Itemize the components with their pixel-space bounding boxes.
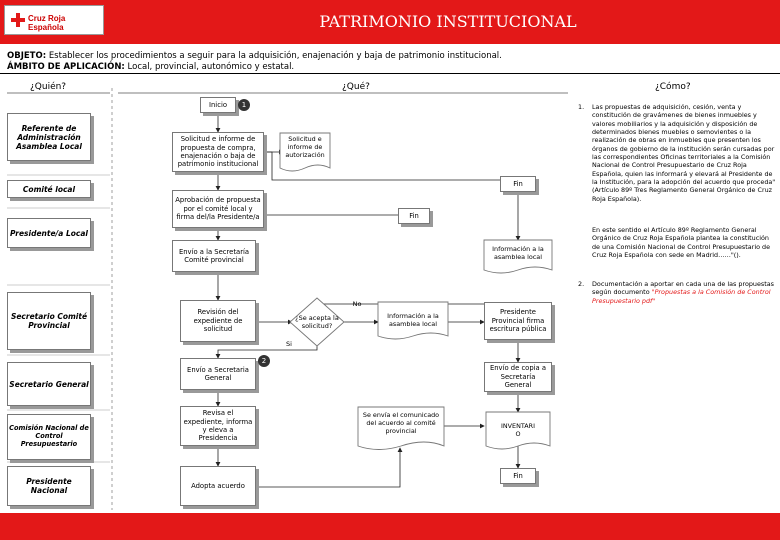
step-copy-general: Envío de copia a Secretaría General [484, 362, 552, 392]
divider [0, 73, 780, 74]
actor-presidente-nacional: Presidente Nacional [7, 466, 91, 506]
note-text: Las propuestas de adquisición, cesión, v… [592, 103, 776, 203]
step-info-local-assembly: Información a la asamblea local [492, 245, 544, 261]
step-review: Revisión del expediente de solicitud [180, 300, 256, 342]
actor-presidente-local: Presidente/a Local [7, 218, 91, 248]
actor-comite-local: Comité local [7, 180, 91, 198]
label-yes: Si [286, 340, 292, 348]
page-title: PATRIMONIO INSTITUCIONAL [319, 12, 577, 31]
step-send-general: Envío a Secretaria General [180, 358, 256, 390]
step-send-provincial: Envío a la Secretaría Comité provincial [172, 240, 256, 272]
scope-text: Local, provincial, autonómico y estatal. [127, 62, 295, 72]
note-2: 2. Documentación a aportar en cada una d… [578, 280, 776, 305]
column-who: ¿Quién? [30, 82, 67, 92]
step-president-sign: Presidente Provincial firma escritura pú… [484, 302, 552, 340]
step-end-3: Fin [500, 468, 536, 484]
step-info-local-assembly-2: Información a la asamblea local [387, 312, 439, 328]
note-text: En este sentido el Artículo 89º Reglamen… [592, 226, 771, 259]
step-inventory: INVENTARIO [501, 422, 535, 438]
step-request: Solicitud e informe de propuesta de comp… [172, 132, 264, 172]
note-2-text: Documentación a aportar en cada una de l… [592, 280, 774, 297]
decision-accept: ¿Se acepta la solicitud? [295, 314, 339, 331]
objective-text: Establecer los procedimientos a seguir p… [48, 51, 502, 61]
step-send-agreement: Se envía el comunicado del acuerdo al co… [362, 411, 440, 435]
actor-secretario-comite-provincial: Secretario Comité Provincial [7, 292, 91, 350]
logo-text: Cruz Roja Española [28, 14, 66, 32]
note-marker-1: 1 [238, 99, 250, 111]
step-adopt: Adopta acuerdo [180, 466, 256, 506]
note-1: 1. Las propuestas de adquisición, cesión… [578, 103, 776, 203]
note-1b: En este sentido el Artículo 89º Reglamen… [578, 226, 776, 259]
actor-comision-nacional: Comisión Nacional de Control Presupuesta… [7, 414, 91, 460]
doc-request-report: Solicitud e informe de autorización [285, 135, 325, 159]
actor-referente: Referente de Administración Asamblea Loc… [7, 113, 91, 161]
objective-line: OBJETO: Establecer los procedimientos a … [7, 51, 502, 61]
scope-label: ÁMBITO DE APLICACIÓN: [7, 62, 125, 72]
column-how: ¿Cómo? [655, 82, 691, 92]
note-marker-2: 2 [258, 355, 270, 367]
footer-bar [0, 513, 780, 540]
note-number: 1. [578, 103, 585, 111]
step-end-1: Fin [500, 176, 536, 192]
step-approval: Aprobación de propuesta por el comité lo… [172, 190, 264, 228]
logo: Cruz Roja Española [4, 5, 104, 35]
header-bar [0, 0, 780, 44]
actor-secretario-general: Secretario General [7, 362, 91, 406]
step-start: Inicio [200, 97, 236, 113]
label-no: No [352, 300, 362, 308]
note-number: 2. [578, 280, 585, 288]
step-end-2: Fin [398, 208, 430, 224]
note-2-link[interactable]: "Propuestas a la Comisión de Control Pre… [592, 288, 771, 305]
scope-line: ÁMBITO DE APLICACIÓN: Local, provincial,… [7, 62, 294, 72]
red-cross-icon [11, 13, 25, 27]
column-what: ¿Qué? [342, 82, 370, 92]
step-review-general: Revisa el expediente, informa y eleva a … [180, 406, 256, 446]
objective-label: OBJETO: [7, 51, 47, 61]
note-text: Documentación a aportar en cada una de l… [592, 280, 776, 305]
